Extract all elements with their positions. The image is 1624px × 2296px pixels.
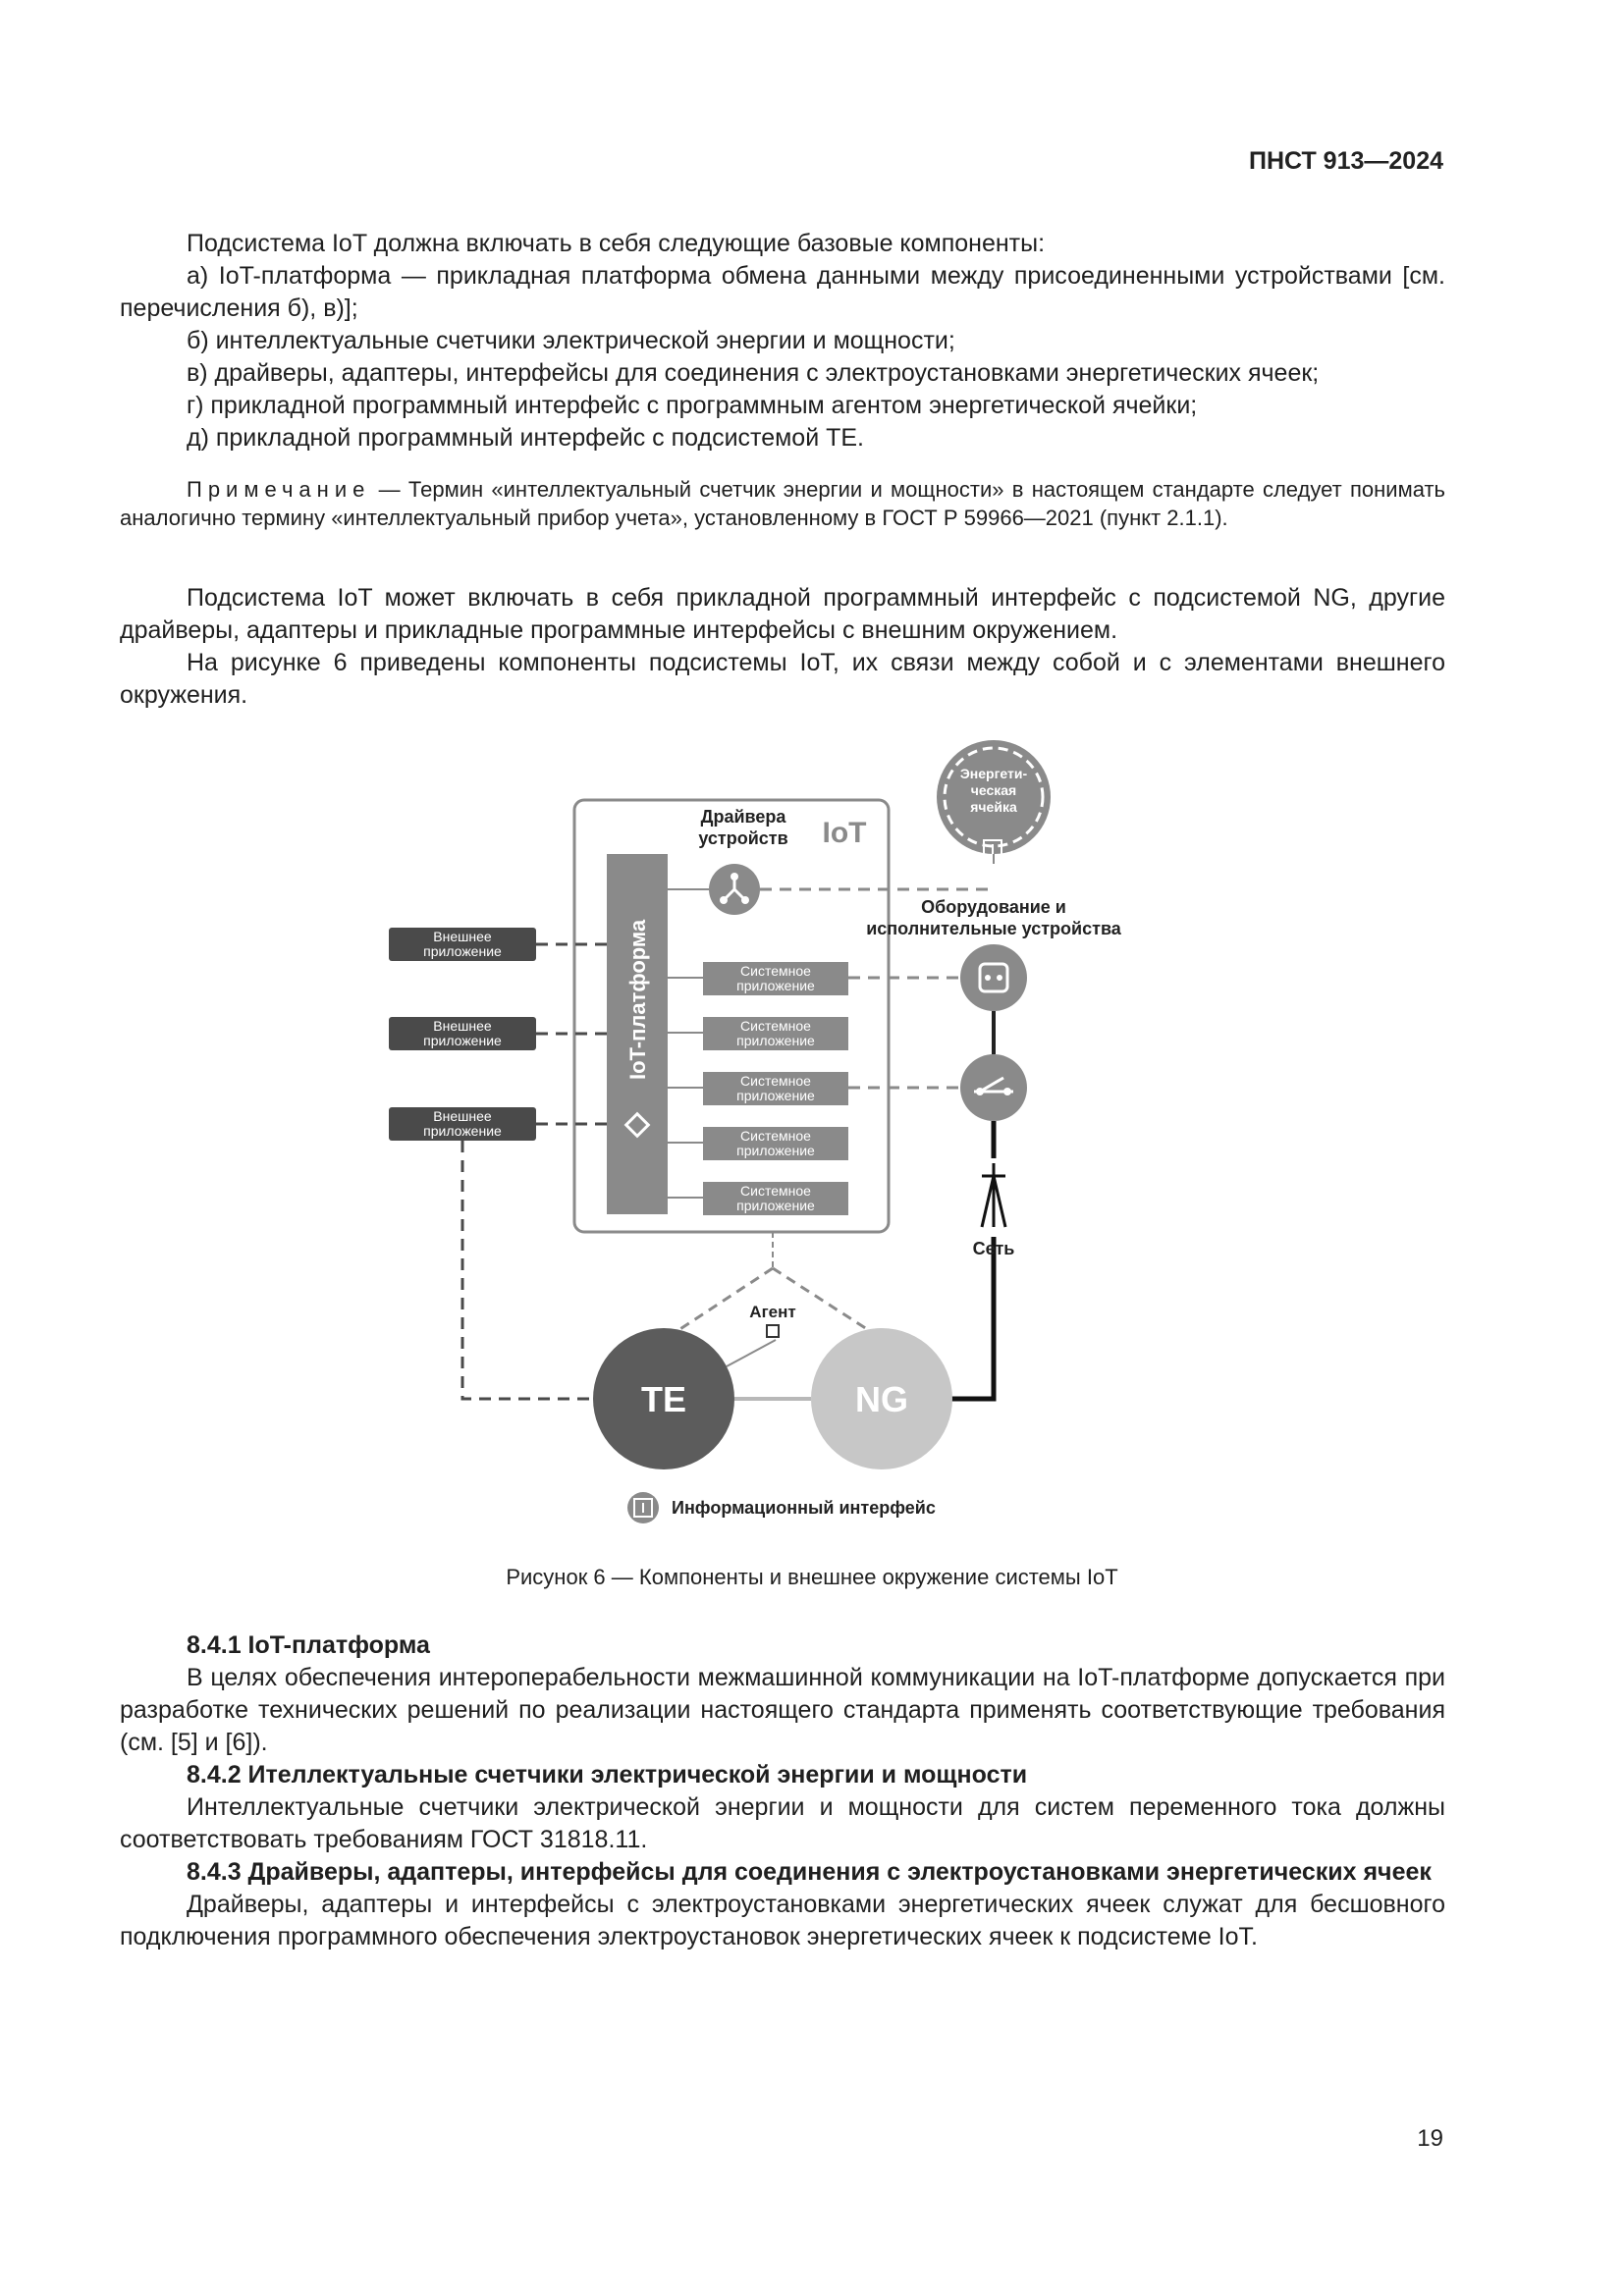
- paragraph-ng: Подсистема IoT может включать в себя при…: [120, 584, 1445, 644]
- iot-label: IoT: [823, 817, 867, 849]
- legend-label: Информационный интерфейс: [672, 1498, 936, 1518]
- svg-text:Внешнее: Внешнее: [433, 1018, 492, 1034]
- drivers-label-line2: устройств: [698, 828, 787, 848]
- agent-label: Агент: [749, 1303, 795, 1321]
- section-body-841: В целях обеспечения интероперабельности …: [120, 1664, 1445, 1756]
- system-app-1: Системное приложение: [668, 962, 848, 995]
- sections-block: 8.4.1 IoT-платформа В целях обеспечения …: [120, 1629, 1445, 1953]
- svg-text:Системное: Системное: [740, 1128, 811, 1144]
- paragraphs-block: Подсистема IoT может включать в себя при…: [120, 582, 1445, 712]
- system-app-2: Системное приложение: [668, 1017, 848, 1050]
- external-app-3: Внешнее приложение: [389, 1107, 607, 1141]
- external-app-2: Внешнее приложение: [389, 1017, 607, 1050]
- svg-text:Системное: Системное: [740, 963, 811, 979]
- agent-icon: [766, 1324, 780, 1338]
- te-label: TE: [641, 1379, 686, 1419]
- note-label: Примечание: [187, 477, 371, 502]
- list-item-g: г) прикладной программный интерфейс с пр…: [187, 392, 1198, 419]
- energy-cell: Энергети- ческая ячейка: [937, 740, 1051, 859]
- section-body-842: Интеллектуальные счетчики электрической …: [120, 1793, 1445, 1853]
- ng-label: NG: [855, 1379, 908, 1419]
- svg-text:приложение: приложение: [736, 1033, 815, 1048]
- external-te-link: [460, 1141, 601, 1401]
- paragraph-figure-ref: На рисунке 6 приведены компоненты подсис…: [120, 649, 1445, 709]
- switch-icon: [960, 1054, 1027, 1121]
- ng-circle: [811, 1328, 952, 1469]
- svg-text:Системное: Системное: [740, 1183, 811, 1199]
- platform-bar: [607, 854, 668, 1214]
- list-item-v: в) драйверы, адаптеры, интерфейсы для со…: [187, 359, 1320, 387]
- platform-label: IoT-платформа: [625, 919, 650, 1080]
- system-app-3: Системное приложение: [668, 1072, 848, 1105]
- equipment-label-line1: Оборудование и: [921, 897, 1066, 917]
- svg-text:ческая: ческая: [971, 782, 1016, 798]
- intro-block: Подсистема IoT должна включать в себя сл…: [120, 228, 1445, 454]
- section-body-843: Драйверы, адаптеры и интерфейсы с электр…: [120, 1891, 1445, 1950]
- platform-icon: [623, 1111, 651, 1139]
- document-code: ПНСТ 913—2024: [1249, 147, 1443, 175]
- section-heading-843: 8.4.3 Драйверы, адаптеры, интерфейсы для…: [187, 1858, 1432, 1886]
- svg-text:Внешнее: Внешнее: [433, 929, 492, 944]
- list-item-d: д) прикладной программный интерфейс с по…: [187, 424, 865, 452]
- svg-text:приложение: приложение: [423, 1033, 502, 1048]
- list-item-a: а) IoT-платформа — прикладная платформа …: [120, 262, 1445, 322]
- note-text: — Термин «интеллектуальный счетчик энерг…: [120, 477, 1445, 530]
- section-heading-842: 8.4.2 Ителлектуальные счетчики электриче…: [187, 1761, 1028, 1789]
- svg-text:приложение: приложение: [736, 1143, 815, 1158]
- svg-text:Системное: Системное: [740, 1018, 811, 1034]
- socket-icon: [960, 944, 1027, 1011]
- note-block: Примечание — Термин «интеллектуальный сч…: [120, 475, 1445, 532]
- svg-text:Энергети-: Энергети-: [960, 766, 1028, 781]
- iot-diagram: IoT Драйвера устройств IoT-платформа Сис…: [389, 740, 1122, 1523]
- intro-lead: Подсистема IoT должна включать в себя сл…: [187, 230, 1046, 257]
- te-circle: [593, 1328, 734, 1469]
- drivers-label-line1: Драйвера: [701, 807, 787, 827]
- svg-text:приложение: приложение: [736, 1088, 815, 1103]
- external-app-1: Внешнее приложение: [389, 928, 607, 961]
- svg-text:Внешнее: Внешнее: [433, 1108, 492, 1124]
- section-heading-841: 8.4.1 IoT-платформа: [187, 1631, 430, 1659]
- network-label: Сеть: [973, 1239, 1015, 1258]
- network-symbol: [978, 1158, 1009, 1237]
- list-item-b: б) интеллектуальные счетчики электрическ…: [187, 327, 955, 354]
- svg-text:Системное: Системное: [740, 1073, 811, 1089]
- figure-caption: Рисунок 6 — Компоненты и внешнее окружен…: [506, 1565, 1118, 1589]
- svg-text:приложение: приложение: [736, 978, 815, 993]
- equipment-label-line2: исполнительные устройства: [866, 919, 1122, 938]
- svg-text:приложение: приложение: [423, 943, 502, 959]
- page-number: 19: [1417, 2125, 1443, 2152]
- system-app-5: Системное приложение: [668, 1182, 848, 1215]
- svg-text:ячейка: ячейка: [970, 799, 1017, 815]
- svg-text:приложение: приложение: [423, 1123, 502, 1139]
- svg-text:приложение: приложение: [736, 1198, 815, 1213]
- system-app-4: Системное приложение: [668, 1127, 848, 1160]
